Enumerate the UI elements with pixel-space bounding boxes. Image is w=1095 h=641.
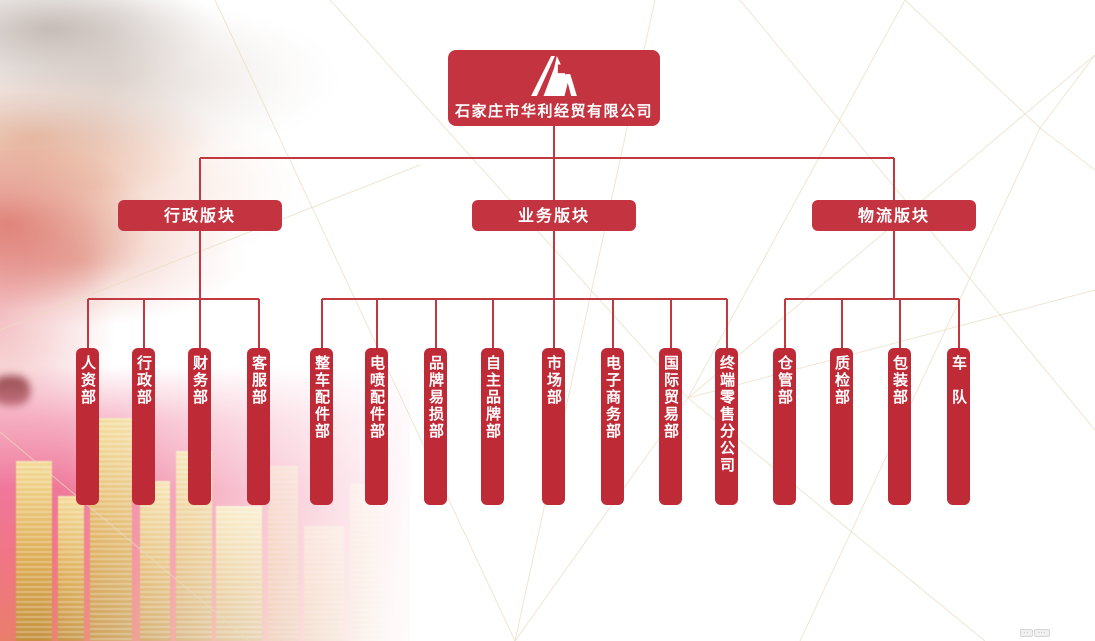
department-node: 市场部 <box>542 348 565 505</box>
department-label: 财务部 <box>191 355 209 406</box>
department-label: 包装部 <box>891 355 909 406</box>
mini-scroll-widget: ·· ··· <box>1020 629 1050 637</box>
department-node: 仓管部 <box>773 348 796 505</box>
department-node: 包装部 <box>888 348 911 505</box>
department-label: 国际贸易部 <box>662 355 680 440</box>
department-label: 车 队 <box>950 355 968 406</box>
department-label: 品牌易损部 <box>427 355 445 440</box>
division-node-3: 物流版块 <box>812 200 976 231</box>
department-label: 仓管部 <box>776 355 794 406</box>
department-node: 财务部 <box>188 348 211 505</box>
department-node: 自主品牌部 <box>481 348 504 505</box>
department-node: 国际贸易部 <box>659 348 682 505</box>
company-name: 石家庄市华利经贸有限公司 <box>454 102 653 120</box>
department-label: 整车配件部 <box>313 355 331 440</box>
department-label: 人资部 <box>79 355 97 406</box>
division-node-2: 业务版块 <box>472 200 636 231</box>
department-node: 人资部 <box>76 348 99 505</box>
department-label: 电喷配件部 <box>368 355 386 440</box>
department-node: 终端零售分公司 <box>715 348 738 505</box>
mini-scroll-left: ·· <box>1020 629 1034 637</box>
department-label: 市场部 <box>545 355 563 406</box>
department-node: 车 队 <box>947 348 970 505</box>
company-root-node: 石家庄市华利经贸有限公司 <box>448 50 660 126</box>
department-label: 自主品牌部 <box>484 355 502 440</box>
department-label: 行政部 <box>135 355 153 406</box>
department-node: 电子商务部 <box>601 348 624 505</box>
department-label: 客服部 <box>250 355 268 406</box>
department-label: 终端零售分公司 <box>718 355 736 474</box>
department-label: 质检部 <box>833 355 851 406</box>
department-label: 电子商务部 <box>604 355 622 440</box>
huali-tower-logo-icon <box>531 55 577 97</box>
mini-scroll-right: ··· <box>1034 629 1050 637</box>
department-node: 电喷配件部 <box>365 348 388 505</box>
department-node: 行政部 <box>132 348 155 505</box>
department-node: 品牌易损部 <box>424 348 447 505</box>
department-node: 整车配件部 <box>310 348 333 505</box>
division-node-1: 行政版块 <box>118 200 282 231</box>
department-node: 质检部 <box>830 348 853 505</box>
department-node: 客服部 <box>247 348 270 505</box>
